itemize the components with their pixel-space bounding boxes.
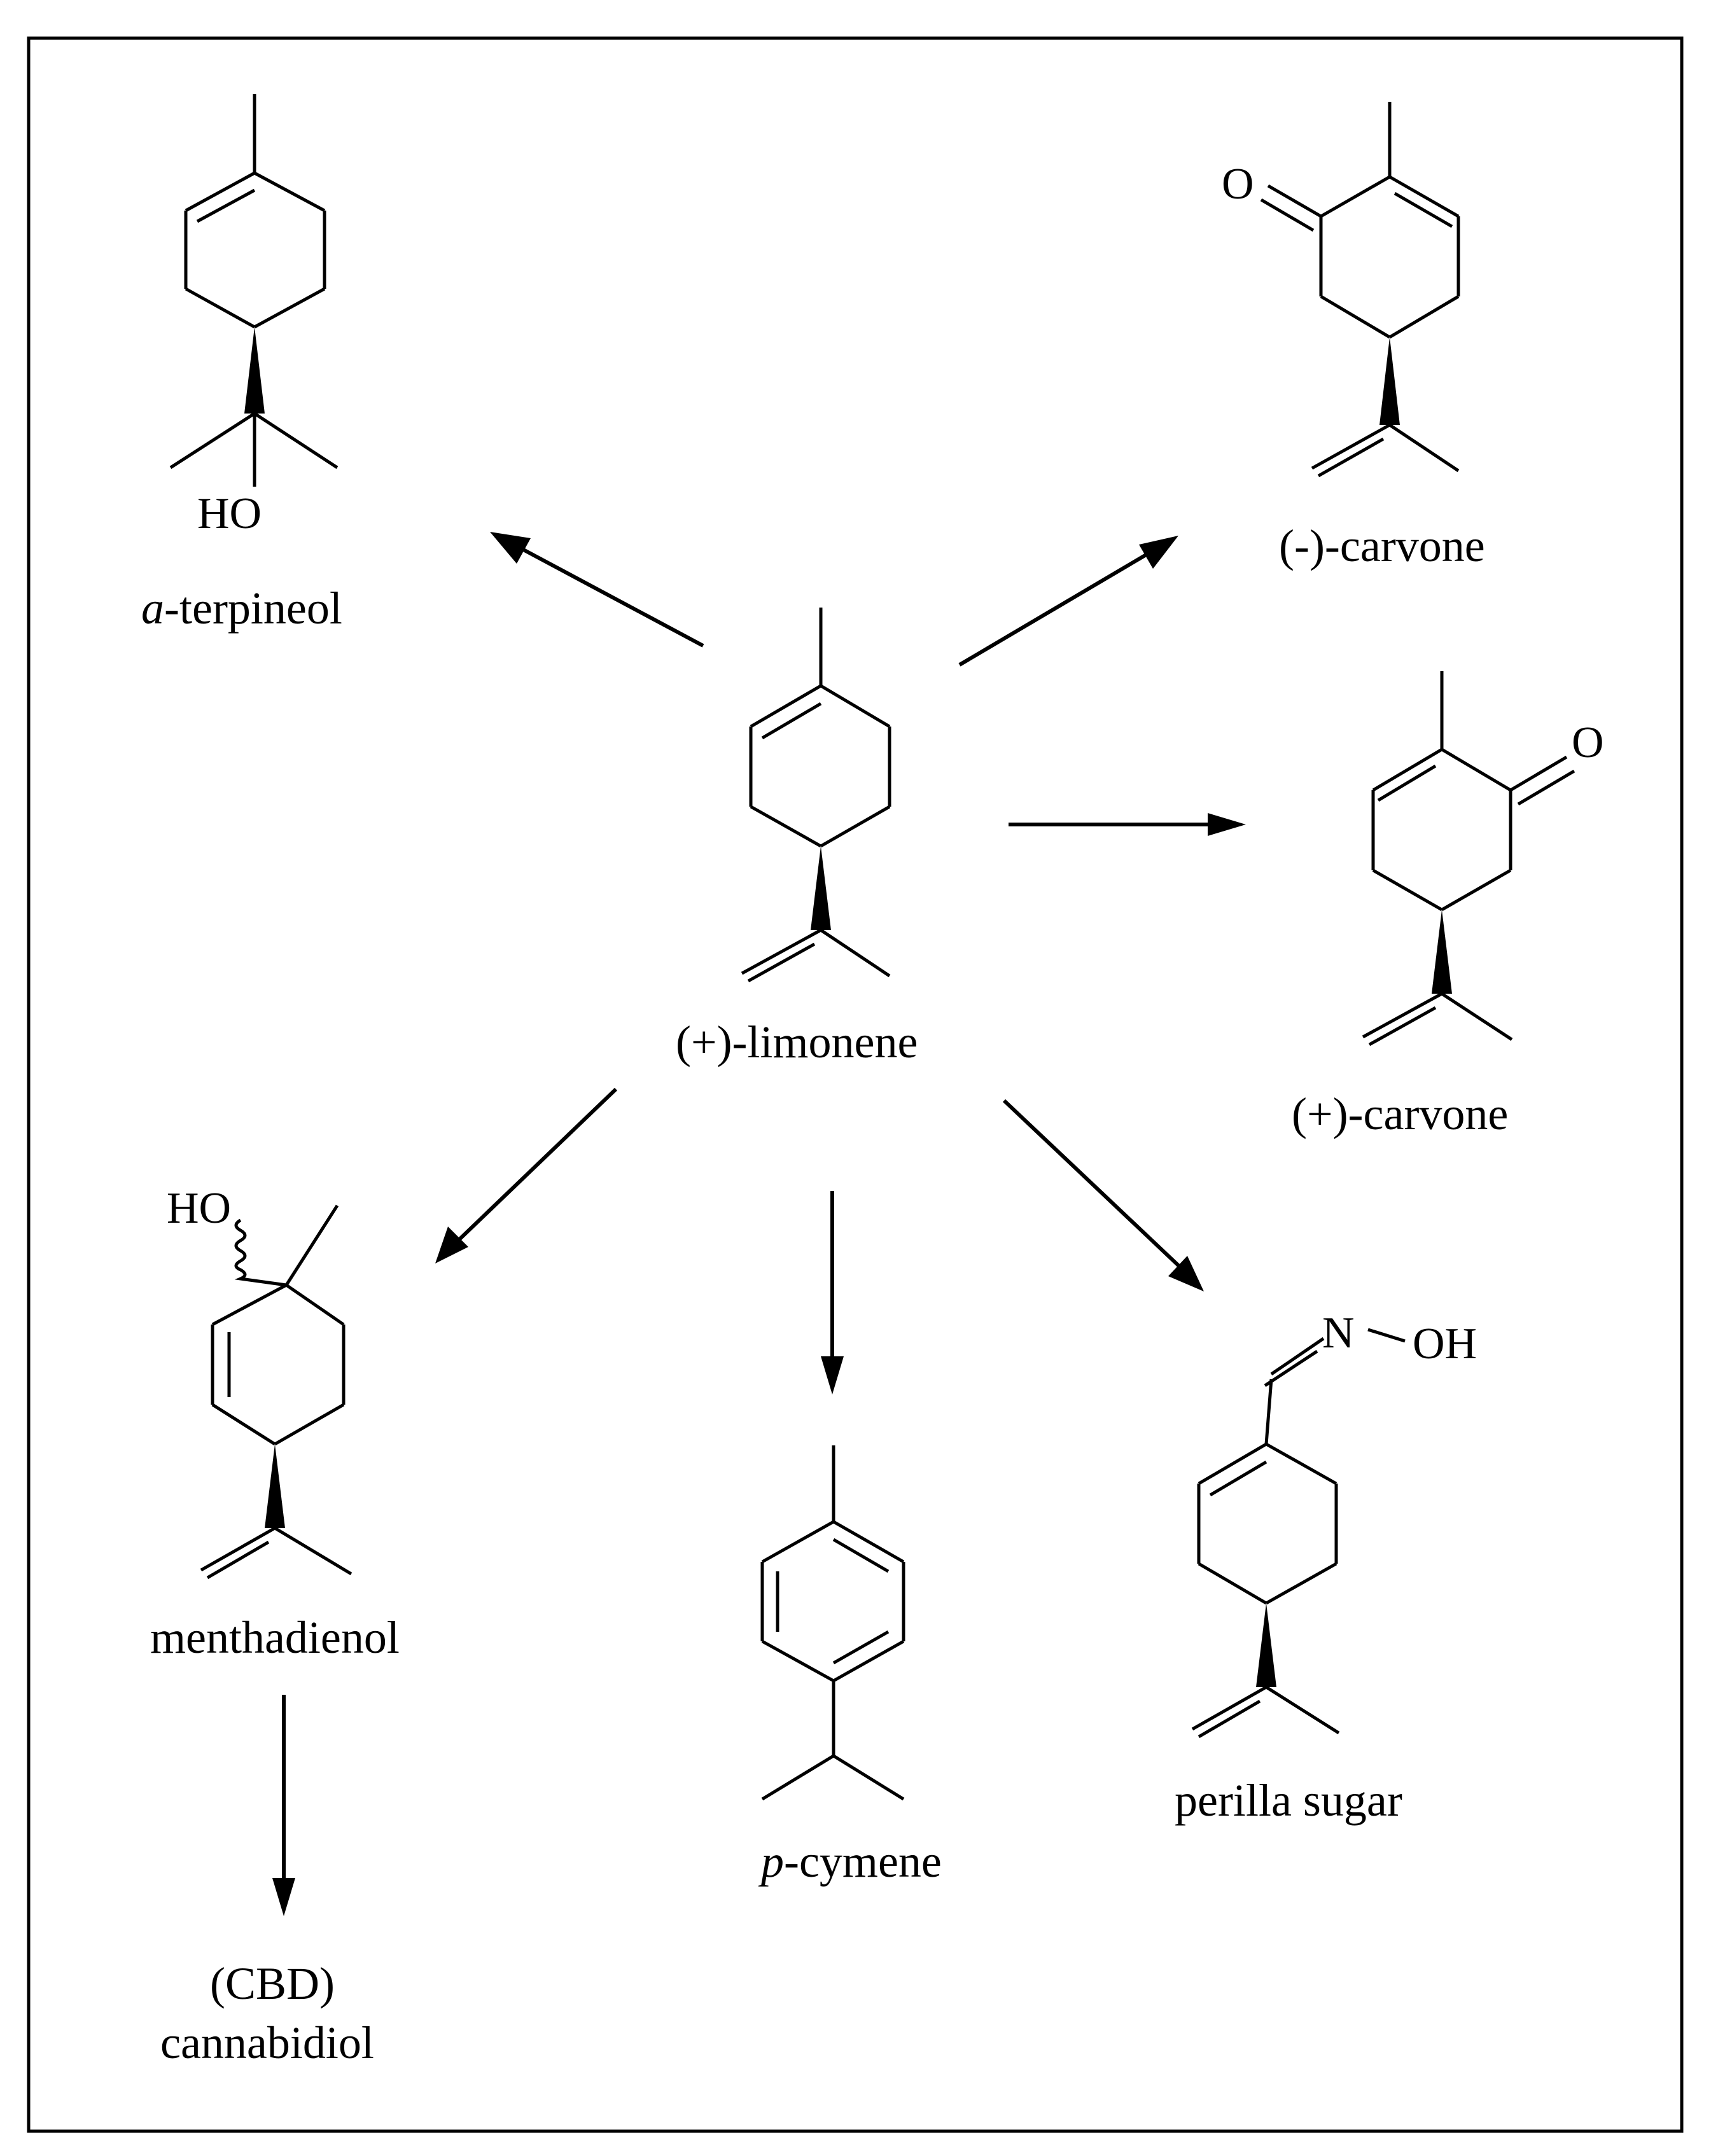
terpineol-structure: HO (169, 94, 339, 538)
cbd-label-line2: cannabidiol (160, 2017, 374, 2068)
plus-carvone-label: (+)-carvone (1292, 1088, 1508, 1139)
arrow-to-minus-carvone (958, 536, 1178, 667)
minus-carvone-label: (-)-carvone (1279, 520, 1485, 571)
cymene-label: p-cymene (758, 1836, 942, 1887)
arrow-to-perilla (1002, 1099, 1204, 1291)
menthadienol-label: menthadienol (150, 1612, 400, 1663)
plus-carvone-structure: O (1362, 671, 1604, 1047)
terpineol-label: a-terpineol (141, 583, 342, 634)
arrow-to-plus-carvone (1009, 813, 1246, 836)
perilla-n-label: N (1322, 1309, 1355, 1358)
perilla-structure: N OH (1191, 1309, 1477, 1739)
cbd-label-line1: (CBD) (210, 1958, 335, 2009)
frame (27, 36, 1684, 2133)
menthadienol-structure: HO (167, 1184, 353, 1580)
plus-carvone-o-label: O (1572, 718, 1604, 767)
arrow-to-cymene (821, 1191, 844, 1394)
menthadienol-ho-label: HO (167, 1184, 231, 1233)
terpineol-ho-label: HO (197, 489, 262, 538)
arrow-to-terpineol (490, 532, 704, 648)
cymene-structure (760, 1445, 905, 1801)
arrow-to-cbd (272, 1695, 295, 1916)
minus-carvone-o-label: O (1222, 160, 1254, 209)
limonene-structure (741, 608, 891, 983)
minus-carvone-structure: O (1222, 102, 1460, 478)
perilla-oh-label: OH (1413, 1319, 1477, 1368)
limonene-label: (+)-limonene (676, 1017, 918, 1068)
perilla-label: perilla sugar (1175, 1775, 1402, 1826)
arrow-to-menthadienol (435, 1087, 618, 1263)
